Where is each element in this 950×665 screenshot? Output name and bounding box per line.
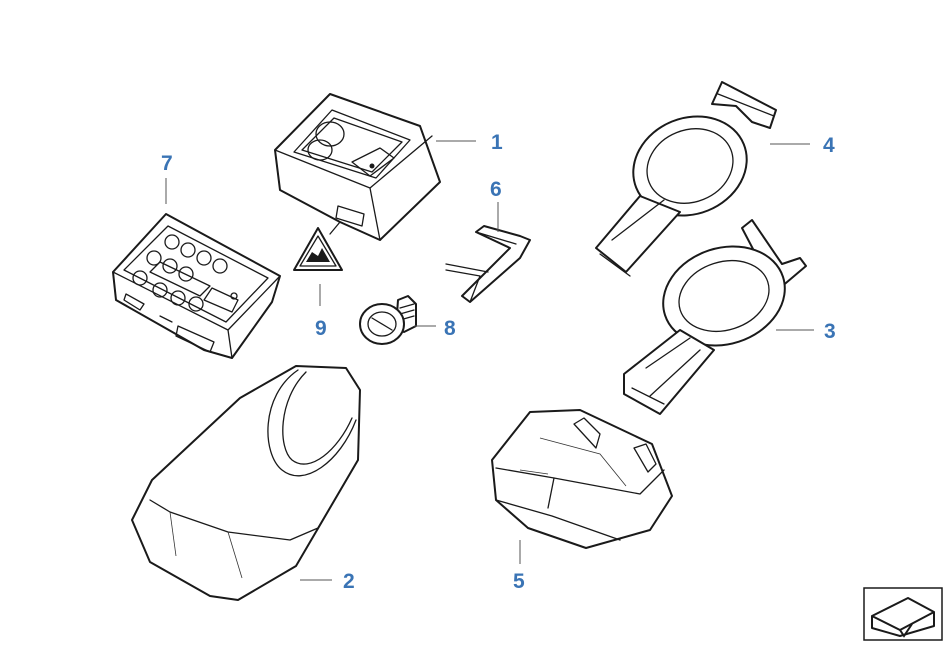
callout-labels: 1 2 3 4 5 6 7 8 9 xyxy=(161,131,836,593)
callout-6: 6 xyxy=(490,178,502,201)
part-9-warning-label xyxy=(293,227,343,271)
part-5-cup-cover xyxy=(491,409,673,549)
leader-lines xyxy=(165,140,814,581)
part-2-trim-cover xyxy=(131,365,361,601)
part-4-bezel-ring xyxy=(595,81,777,277)
callout-2: 2 xyxy=(343,570,355,593)
callout-3: 3 xyxy=(824,320,836,343)
callout-5: 5 xyxy=(513,570,525,593)
part-8-screw xyxy=(359,295,417,345)
callout-4: 4 xyxy=(823,134,835,157)
part-6-clip xyxy=(445,225,531,303)
nav-corner-button[interactable] xyxy=(863,587,943,641)
callout-1: 1 xyxy=(491,131,503,154)
callout-9: 9 xyxy=(315,317,327,340)
callout-7: 7 xyxy=(161,152,173,175)
callout-8: 8 xyxy=(444,317,456,340)
part-7-control-panel xyxy=(112,213,281,359)
part-1-switch-housing xyxy=(274,93,441,241)
arrow-corner-icon xyxy=(871,597,935,638)
part-3-bezel-ring xyxy=(623,219,807,415)
